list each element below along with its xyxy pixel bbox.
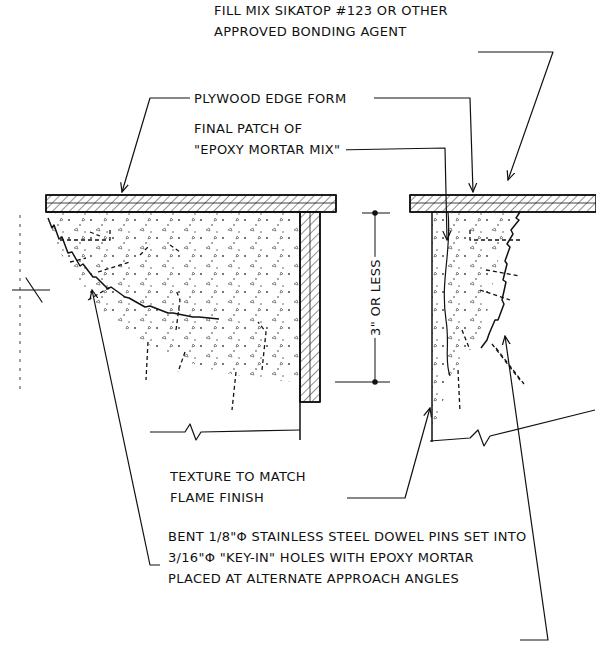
note-dowel-pins: BENT 1/8"Φ STAINLESS STEEL DOWEL PINS SE…	[166, 526, 530, 589]
dimension-label: 3" OR LESS	[365, 257, 386, 338]
note-edge-form: PLYWOOD EDGE FORM	[192, 88, 374, 109]
note-final-patch: FINAL PATCH OF "EPOXY MORTAR MIX"	[192, 118, 346, 160]
note-texture: TEXTURE TO MATCH FLAME FINISH	[168, 466, 347, 508]
note-bonding-agent: FILL MIX SIKATOP #123 OR OTHER APPROVED …	[212, 0, 478, 42]
